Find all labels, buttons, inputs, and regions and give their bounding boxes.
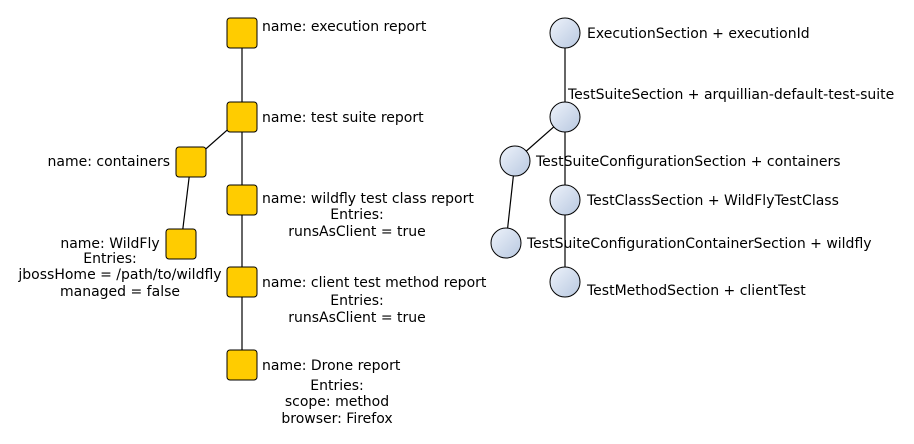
report-node-icon	[226, 17, 258, 49]
report-node-icon	[226, 349, 258, 381]
report-entries-heading: Entries:	[330, 293, 383, 309]
report-node-icon	[226, 184, 258, 216]
section-node-icon	[549, 266, 581, 298]
report-entry: runsAsClient = true	[288, 310, 426, 326]
section-label-execution: ExecutionSection + executionId	[587, 26, 810, 42]
report-entry: browser: Firefox	[281, 411, 392, 427]
report-node-test-suite: name: test suite report	[226, 101, 424, 133]
report-node-icon	[165, 228, 197, 260]
section-node-execution: ExecutionSection + executionId	[549, 17, 810, 49]
report-entries-heading: Entries:	[83, 251, 136, 267]
report-node-wildfly-container: name: WildFly Entries: jbossHome = /path…	[17, 228, 222, 300]
report-label-wildfly-test-class: name: wildfly test class report	[262, 191, 474, 207]
report-entry: scope: method	[285, 394, 389, 410]
report-entry: runsAsClient = true	[288, 224, 426, 240]
report-node-containers: name: containers	[48, 146, 207, 178]
section-label-test-class: TestClassSection + WildFlyTestClass	[586, 193, 839, 209]
report-node-icon	[175, 146, 207, 178]
section-node-icon	[499, 145, 531, 177]
report-node-execution: name: execution report	[226, 17, 427, 49]
report-label-wildfly: name: WildFly	[60, 236, 159, 252]
section-node-icon	[549, 17, 581, 49]
section-node-test-suite: TestSuiteSection + arquillian-default-te…	[549, 87, 894, 133]
section-node-icon	[490, 227, 522, 259]
report-label-client-test-method: name: client test method report	[262, 275, 487, 291]
report-node-client-test-method: name: client test method report Entries:…	[226, 266, 487, 326]
section-node-suite-config: TestSuiteConfigurationSection + containe…	[499, 145, 841, 177]
section-node-icon	[549, 101, 581, 133]
report-entry: managed = false	[60, 284, 180, 300]
report-label-execution: name: execution report	[262, 19, 427, 35]
section-label-test-method: TestMethodSection + clientTest	[586, 283, 806, 299]
report-node-wildfly-test-class: name: wildfly test class report Entries:…	[226, 184, 474, 240]
section-node-test-method: TestMethodSection + clientTest	[549, 266, 806, 299]
section-node-test-class: TestClassSection + WildFlyTestClass	[549, 184, 839, 216]
report-label-containers: name: containers	[48, 154, 171, 170]
report-node-drone: name: Drone report Entries: scope: metho…	[226, 349, 401, 427]
report-entries-heading: Entries:	[310, 378, 363, 394]
report-entries-heading: Entries:	[330, 207, 383, 223]
section-node-icon	[549, 184, 581, 216]
report-label-test-suite: name: test suite report	[262, 110, 424, 126]
section-label-container-config: TestSuiteConfigurationContainerSection +…	[526, 236, 872, 252]
report-node-icon	[226, 101, 258, 133]
report-node-icon	[226, 266, 258, 298]
report-entry: jbossHome = /path/to/wildfly	[17, 267, 221, 283]
section-label-test-suite: TestSuiteSection + arquillian-default-te…	[567, 87, 894, 103]
section-node-container-config: TestSuiteConfigurationContainerSection +…	[490, 227, 872, 259]
report-label-drone: name: Drone report	[262, 358, 401, 374]
section-label-suite-config: TestSuiteConfigurationSection + containe…	[535, 154, 841, 170]
